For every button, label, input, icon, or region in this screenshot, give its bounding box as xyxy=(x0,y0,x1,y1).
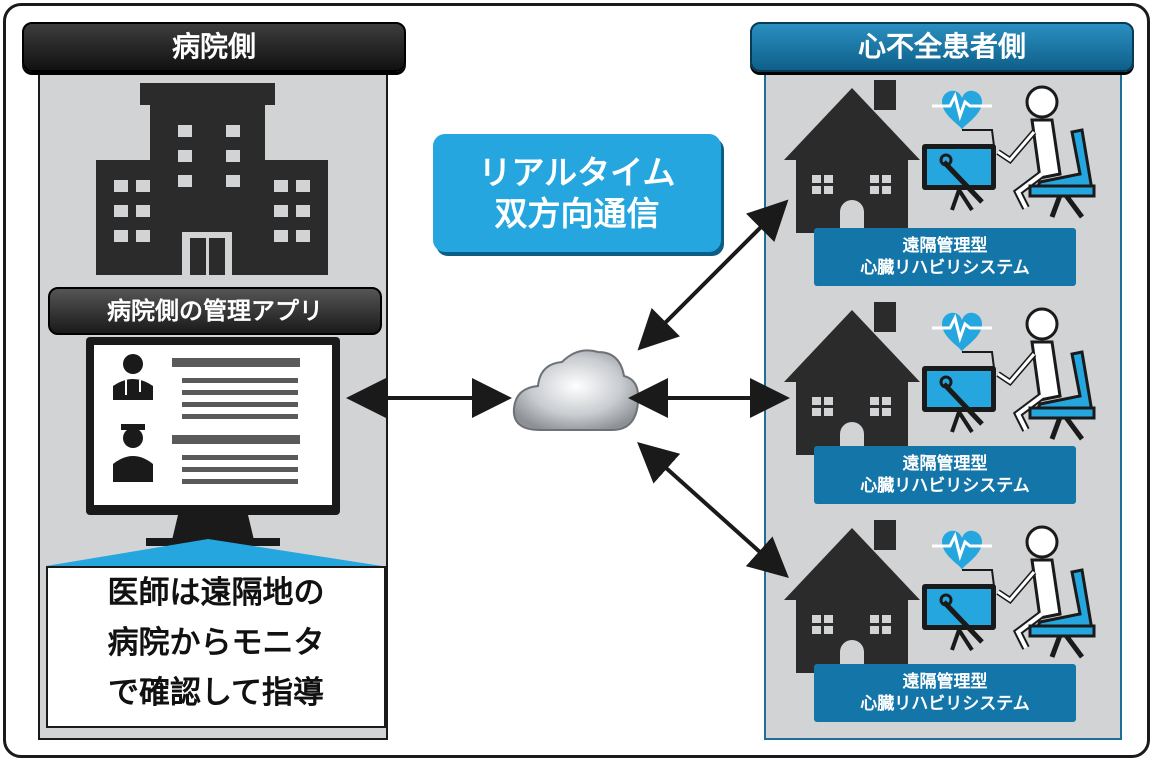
patient-exercise-icon xyxy=(922,87,1094,217)
hospital-header: 病院側 xyxy=(22,22,406,72)
arrow-cloud-house-top xyxy=(637,199,789,351)
realtime-line1: リアルタイム xyxy=(478,152,676,192)
hospital-monitor-icon xyxy=(86,337,340,546)
doctor-note: 医師は遠隔地の 病院からモニタ で確認して指導 xyxy=(46,566,386,728)
rehab-system-label-line2: 心臓リハビリシステム xyxy=(860,694,1030,714)
note-pointer xyxy=(46,539,382,566)
rehab-system-label: 遠隔管理型 心臓リハビリシステム xyxy=(814,228,1076,286)
rehab-system-label-line2: 心臓リハビリシステム xyxy=(860,476,1030,496)
doctor-note-line: で確認して指導 xyxy=(107,675,325,711)
house-icon xyxy=(784,520,920,673)
arrow-cloud-house-bottom xyxy=(637,441,789,579)
hospital-app-label: 病院側の管理アプリ xyxy=(48,287,382,335)
patient-exercise-icon xyxy=(922,309,1094,439)
doctor-note-line: 医師は遠隔地の xyxy=(107,575,325,611)
rehab-system-label-line1: 遠隔管理型 xyxy=(902,672,988,692)
rehab-system-label: 遠隔管理型 心臓リハビリシステム xyxy=(814,664,1076,722)
realtime-line2: 双方向通信 xyxy=(494,194,660,233)
realtime-communication-box: リアルタイム 双方向通信 xyxy=(433,134,721,252)
house-icon xyxy=(784,80,920,233)
patient-exercise-icon xyxy=(922,527,1094,657)
doctor-note-line: 病院からモニタ xyxy=(107,625,325,661)
rehab-system-label-line1: 遠隔管理型 xyxy=(902,236,988,256)
cloud-icon xyxy=(512,349,640,431)
rehab-system-label: 遠隔管理型 心臓リハビリシステム xyxy=(814,446,1076,504)
hospital-building-icon xyxy=(96,83,328,275)
rehab-system-label-line1: 遠隔管理型 xyxy=(902,454,988,474)
house-icon xyxy=(784,302,920,455)
patient-header: 心不全患者側 xyxy=(750,22,1134,72)
rehab-system-label-line2: 心臓リハビリシステム xyxy=(860,258,1030,278)
